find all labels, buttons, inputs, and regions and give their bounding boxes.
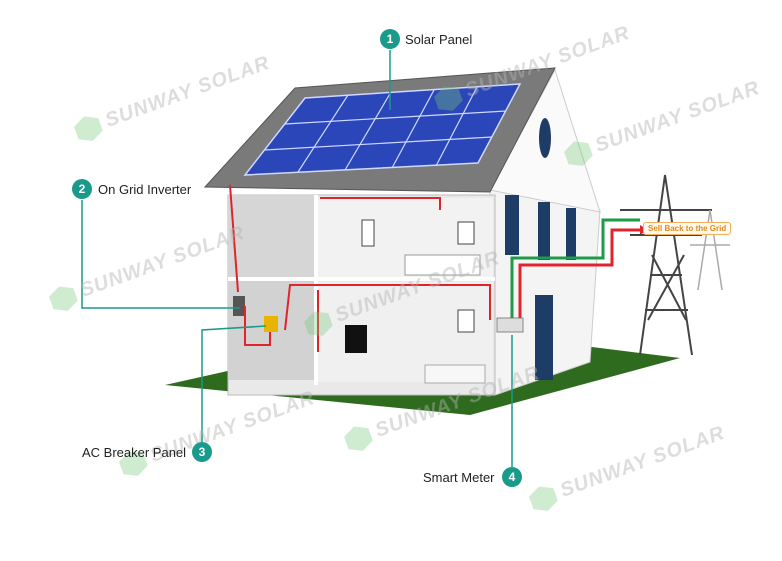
badge-3: 3 bbox=[192, 442, 212, 462]
inverter bbox=[233, 296, 245, 316]
label-ac-breaker-panel: AC Breaker Panel bbox=[82, 445, 187, 460]
badge-2: 2 bbox=[72, 179, 92, 199]
tv bbox=[345, 325, 367, 353]
wire-red bbox=[229, 184, 239, 293]
sell-back-label: Sell Back to the Grid bbox=[643, 222, 732, 235]
label-solar-panel: Solar Panel bbox=[405, 32, 473, 47]
picture bbox=[361, 219, 375, 247]
power-tower-far bbox=[690, 209, 730, 291]
window bbox=[566, 208, 576, 260]
sofa bbox=[424, 364, 486, 384]
window bbox=[538, 202, 550, 260]
power-tower bbox=[620, 174, 712, 356]
round-window bbox=[539, 118, 551, 158]
picture bbox=[457, 221, 475, 245]
badge-4: 4 bbox=[502, 467, 522, 487]
bed bbox=[404, 254, 481, 276]
window bbox=[505, 195, 519, 255]
breaker-panel bbox=[264, 316, 278, 332]
label-smart-meter: Smart Meter bbox=[423, 470, 495, 485]
badge-1: 1 bbox=[380, 29, 400, 49]
wire-green bbox=[510, 218, 640, 318]
picture bbox=[457, 309, 475, 333]
smart-meter bbox=[496, 317, 524, 333]
label-on-grid-inverter: On Grid Inverter bbox=[98, 182, 192, 197]
door bbox=[535, 295, 553, 380]
